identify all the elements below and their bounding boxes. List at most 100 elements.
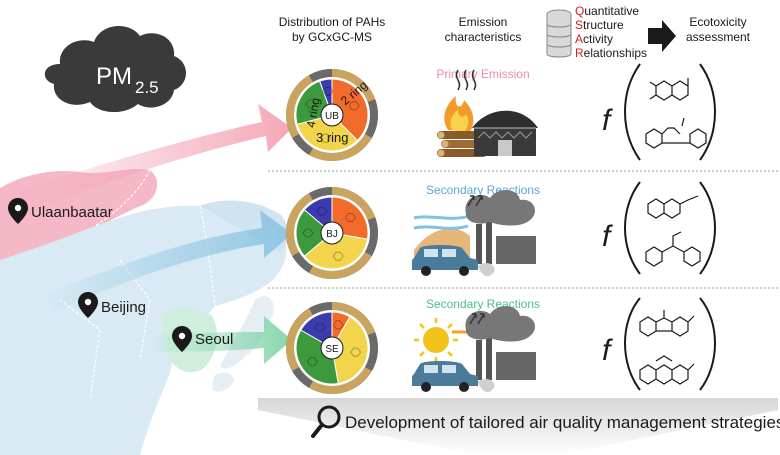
pah-donut-se: SE	[286, 302, 378, 394]
parenthesis-right	[699, 63, 716, 161]
parenthesis-left	[624, 297, 641, 391]
city-marker-seoul: Seoul	[172, 326, 233, 352]
function-symbol: f	[602, 220, 613, 253]
outer-ring-segment	[292, 367, 313, 388]
molecule-hint-icon	[314, 322, 326, 332]
emission-label-bj: Secondary Reactions	[426, 183, 540, 197]
header-ecotoxicity: Ecotoxicity assessment	[686, 15, 751, 44]
secondary-reactions-illustration-se	[412, 305, 536, 393]
outer-ring-segment	[364, 217, 379, 256]
china-region	[0, 205, 287, 455]
city-code-label: SE	[325, 344, 339, 355]
ring-label-4: 4 ring	[304, 97, 323, 129]
outer-ring-segment	[309, 252, 372, 279]
molecule-hint-icon	[332, 251, 344, 261]
heat-wave-icon	[455, 69, 477, 91]
outer-ring-segment	[292, 134, 313, 155]
outer-ring-segment	[309, 302, 332, 316]
molecule-hint-icon	[350, 347, 362, 357]
header-emission: Emission characteristics	[445, 15, 522, 44]
qsar-equation-se: f	[602, 297, 716, 391]
header-distribution: Distribution of PAHs by GCxGC-MS	[279, 15, 385, 44]
city-code-label: BJ	[326, 229, 338, 240]
outer-ring-segment	[332, 69, 376, 103]
svg-text:Structure: Structure	[575, 18, 624, 32]
arrows-up-icon	[469, 313, 485, 325]
donut-center	[320, 103, 344, 127]
strategy-banner: Development of tailored air quality mana…	[258, 398, 780, 455]
molecule-structure	[645, 117, 707, 149]
outer-ring-segment	[309, 187, 332, 201]
parenthesis-left	[624, 181, 641, 275]
car-icon	[412, 245, 478, 276]
header-qsar: Quantitative Structure Activity Relation…	[575, 4, 647, 60]
emission-label-ub: Primary Emission	[436, 67, 529, 81]
molecule-structure	[649, 78, 689, 101]
function-symbol: f	[602, 334, 613, 367]
molecule-structure	[639, 355, 695, 385]
city-label: Seoul	[195, 331, 233, 348]
city-marker-beijing: Beijing	[78, 292, 146, 318]
car-icon	[412, 361, 478, 392]
parenthesis-right	[699, 181, 716, 275]
svg-text:Emission: Emission	[459, 15, 508, 29]
qsar-equation-ub: f	[602, 63, 716, 161]
arrow-seoul	[150, 316, 292, 364]
molecule-hint-icon	[348, 101, 360, 111]
molecule-structure	[645, 231, 701, 267]
pah-donut-bj: BJ	[286, 187, 379, 279]
molecule-hint-icon	[322, 86, 334, 96]
outer-ring-segment	[332, 187, 376, 221]
outer-ring-segment	[309, 367, 372, 394]
arrows-up-icon	[467, 195, 483, 207]
molecule-hint-icon	[305, 99, 317, 109]
outer-ring-segment	[309, 134, 372, 162]
svg-text:Relationships: Relationships	[575, 46, 647, 60]
parenthesis-left	[624, 63, 641, 161]
pm25-cloud: PM 2.5	[44, 25, 186, 113]
city-label: Ulaanbaatar	[31, 204, 113, 221]
svg-text:Distribution of PAHs: Distribution of PAHs	[279, 15, 385, 29]
primary-emission-illustration	[437, 69, 538, 157]
function-symbol: f	[602, 104, 613, 137]
japan-south	[212, 372, 234, 392]
molecule-hint-icon	[302, 228, 314, 238]
parenthesis-right	[699, 297, 716, 391]
outer-ring-segment	[286, 308, 313, 371]
qsar-equation-bj: f	[602, 181, 716, 275]
svg-text:Ecotoxicity: Ecotoxicity	[689, 15, 746, 29]
molecule-hint-icon	[344, 213, 356, 222]
donut-center	[320, 336, 344, 360]
pm-label: PM	[96, 63, 132, 90]
molecule-structure	[647, 195, 699, 219]
svg-text:Quantitative: Quantitative	[575, 4, 639, 18]
outer-ring-segment	[292, 252, 313, 273]
factory-icon	[465, 189, 536, 264]
city-marker-ulaanbaatar: Ulaanbaatar	[8, 198, 113, 224]
outer-ring-segment	[309, 69, 332, 83]
city-code-label: UB	[325, 111, 339, 122]
donut-center	[320, 221, 344, 245]
svg-text:Activity: Activity	[575, 32, 613, 46]
arrow-beijing	[40, 210, 292, 312]
yurt-icon	[472, 110, 538, 156]
outer-ring-segment	[364, 332, 378, 371]
outer-ring-segment	[364, 99, 379, 138]
arrow-right-icon	[648, 20, 676, 52]
strategy-text: Development of tailored air quality mana…	[345, 413, 780, 432]
arrow-ulaanbaatar	[0, 104, 292, 222]
svg-text:by GCxGC-MS: by GCxGC-MS	[292, 30, 372, 44]
molecule-hint-icon	[316, 206, 328, 216]
sun-icon	[414, 318, 458, 362]
secondary-reactions-illustration-bj	[412, 189, 536, 277]
outer-ring-segment	[332, 302, 376, 336]
outer-ring-segment	[286, 75, 313, 138]
emission-label-se: Secondary Reactions	[426, 297, 540, 311]
city-label: Beijing	[101, 299, 146, 316]
svg-text:assessment: assessment	[686, 30, 751, 44]
east-asia-map	[0, 169, 288, 455]
svg-text:characteristics: characteristics	[445, 30, 522, 44]
molecule-hint-icon	[332, 320, 344, 330]
